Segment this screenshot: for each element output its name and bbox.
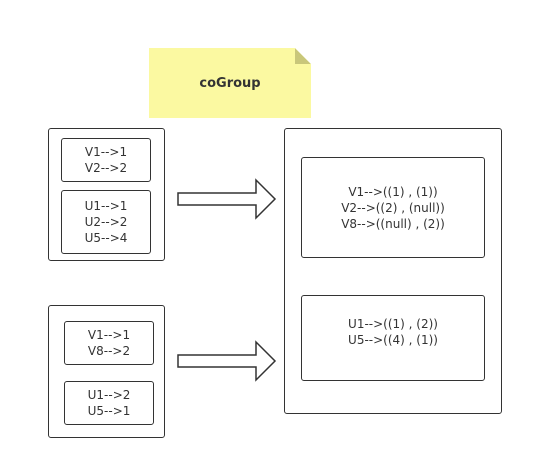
output-v-row: V2-->((2) , (null)) <box>341 200 445 215</box>
input-2-a-row: V8-->2 <box>87 344 131 358</box>
input-1-b-row: U5-->4 <box>84 231 128 245</box>
input-2-b-row: U1-->2 <box>87 388 131 402</box>
input-2-b-row: U5-->1 <box>87 404 131 418</box>
input-1-b-row: U1-->1 <box>84 199 128 213</box>
input-1-dataset-a: V1-->1 V2-->2 <box>61 138 151 182</box>
input-2-dataset-b: U1-->2 U5-->1 <box>64 381 154 425</box>
note-fold-corner <box>295 48 311 64</box>
input-2-a-row: V1-->1 <box>87 328 131 342</box>
output-group-u: U1-->((1) , (2)) U5-->((4) , (1)) <box>301 295 485 381</box>
output-u-row: U1-->((1) , (2)) <box>348 317 438 331</box>
output-v-row: V1-->((1) , (1)) <box>348 184 438 199</box>
arrow-right-icon <box>177 340 277 382</box>
arrow-right-icon <box>177 178 277 220</box>
output-group-v: V1-->((1) , (1)) V2-->((2) , (null)) V8-… <box>301 157 485 258</box>
output-v-row: V8-->((null) , (2)) <box>341 216 445 231</box>
input-1-a-row: V1-->1 <box>84 145 128 159</box>
input-1-b-row: U2-->2 <box>84 215 128 229</box>
output-u-row: U5-->((4) , (1)) <box>348 333 438 347</box>
note-title: coGroup <box>199 75 261 91</box>
cogroup-note: coGroup <box>149 48 311 118</box>
input-1-dataset-b: U1-->1 U2-->2 U5-->4 <box>61 190 151 254</box>
input-1-a-row: V2-->2 <box>84 161 128 175</box>
input-2-dataset-a: V1-->1 V8-->2 <box>64 321 154 365</box>
